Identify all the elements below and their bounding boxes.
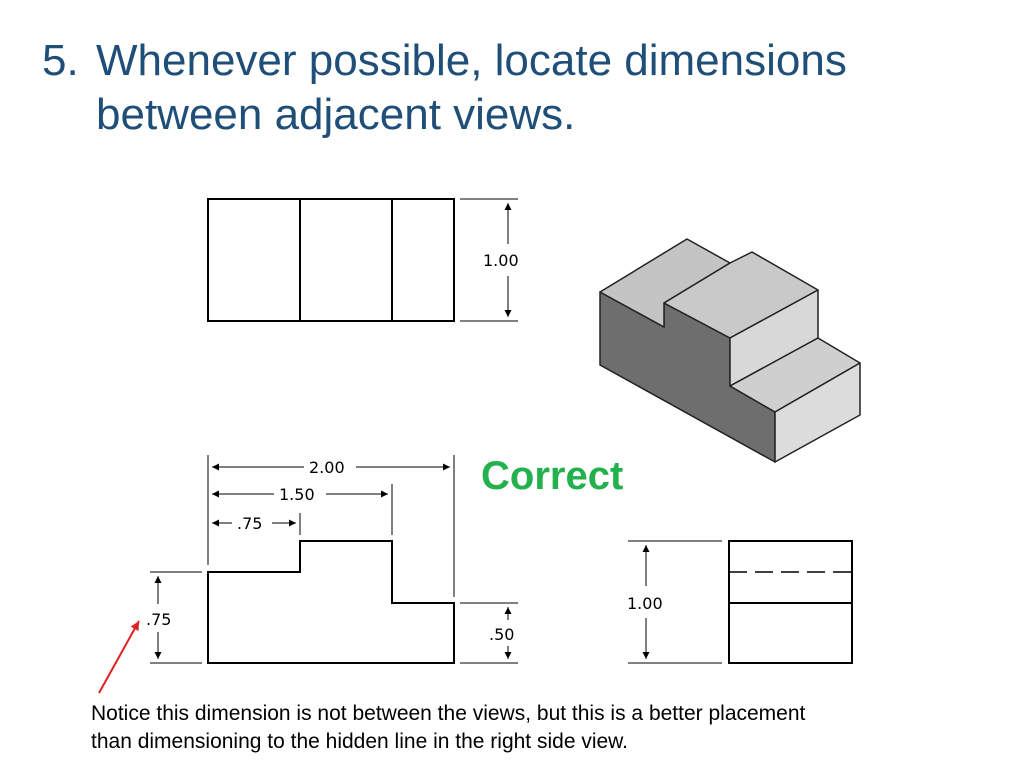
title-number: 5. [42,36,79,85]
iso-top-high [663,251,819,339]
iso-side-lower [774,362,861,463]
isometric-view [599,238,861,463]
side-view [728,540,853,664]
front-height-dimensions [150,571,518,664]
note-line-1: Notice this dimension is not between the… [91,702,806,725]
slide-title: 5. Whenever possible, locate dimensions b… [42,34,1002,142]
step-width-dim-label: 1.50 [279,485,315,504]
note-line-2: than dimensioning to the hidden line in … [91,730,629,753]
overall-width-dim-label: 2.00 [309,458,345,477]
side-height-dim-label: 1.00 [627,594,663,613]
correct-label: Correct [481,454,624,498]
title-line-1: Whenever possible, locate dimensions [96,36,847,85]
right-height-dim-label: .50 [489,625,514,644]
front-view-profile [207,540,455,664]
top-height-dimension [460,198,518,322]
note-text: Notice this dimension is not between the… [91,700,991,756]
pointer-arrow [98,620,140,694]
side-height-dimension [628,540,722,664]
left-height-dim-label: .75 [146,610,171,629]
top-view [207,198,455,322]
title-line-2: between adjacent views. [96,90,576,139]
top-view-outline [207,198,455,322]
top-height-dim-label: 1.00 [483,251,519,270]
left-width-dim-label: .75 [237,514,262,533]
front-width-dimensions [207,455,455,597]
